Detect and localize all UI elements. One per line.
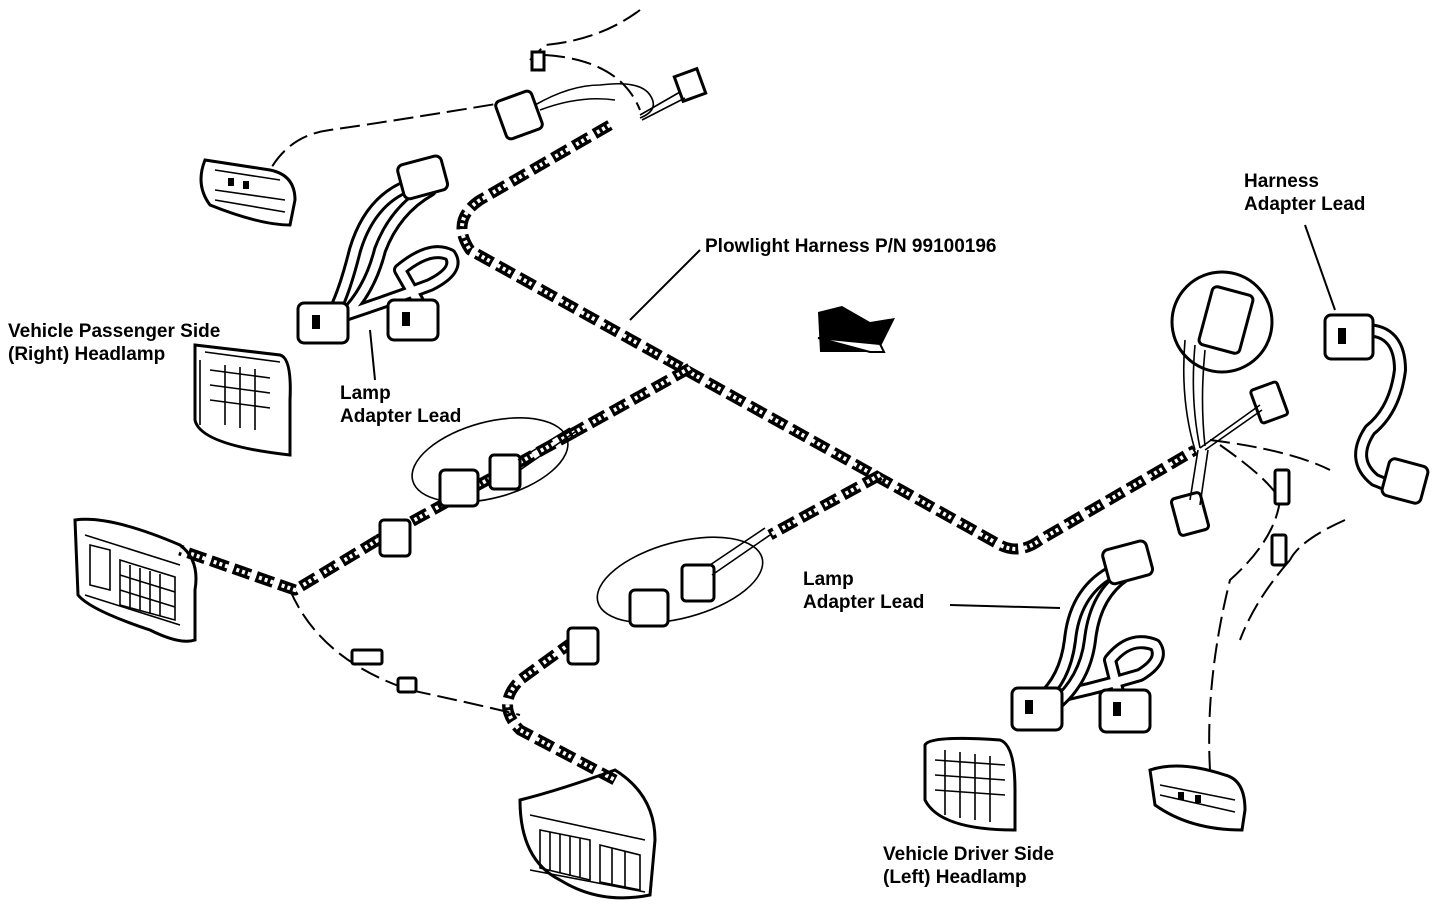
plowlight-harness-label: Plowlight Harness P/N 99100196 <box>705 236 997 257</box>
lamp-adapter-top-line2: Adapter Lead <box>340 406 462 427</box>
lamp-adapter-lead-bottom-label: Lamp Adapter Lead <box>803 568 924 614</box>
upper-branch-connectors <box>378 417 576 558</box>
driver-headlamp-label: Vehicle Driver Side (Left) Headlamp <box>883 843 1054 889</box>
passenger-label-line1: Vehicle Passenger Side <box>8 321 221 342</box>
lamp-adapter-lead-top <box>296 154 460 345</box>
passenger-headlamp <box>193 343 292 457</box>
vehicle-wiring <box>269 9 1346 771</box>
inline-connectors <box>350 648 418 694</box>
top-connector-cluster <box>494 50 708 141</box>
passenger-label-line2: (Right) Headlamp <box>8 344 166 365</box>
lamp-adapter-top-line1: Lamp <box>340 383 391 404</box>
harness-adapter-lead-label: Harness Adapter Lead <box>1244 170 1365 216</box>
driver-label-line2: (Left) Headlamp <box>883 867 1027 888</box>
branch-harness-lower <box>502 470 883 785</box>
harness-adapter-label-line1: Harness <box>1244 171 1319 192</box>
lamp-adapter-bottom-line2: Adapter Lead <box>803 592 925 613</box>
passenger-headlamp-label: Vehicle Passenger Side (Right) Headlamp <box>8 320 220 366</box>
lamp-adapter-lead-bottom <box>1010 539 1165 734</box>
harness-adapter-label-line2: Adapter Lead <box>1244 194 1366 215</box>
lamp-adapter-bottom-line1: Lamp <box>803 569 854 590</box>
leader-lines <box>369 224 1336 609</box>
driver-label-line1: Vehicle Driver Side <box>883 844 1055 865</box>
harness-adapter-lead <box>1323 313 1430 505</box>
direction-arrow <box>817 306 895 353</box>
right-connector-detail <box>1169 270 1291 567</box>
plow-lamp-left <box>73 517 198 643</box>
plow-lamp-bottom <box>518 768 657 900</box>
driver-headlamp <box>923 736 1017 832</box>
lower-right-vehicle-lamp <box>1148 764 1247 832</box>
lower-branch-connectors <box>566 527 771 666</box>
lamp-adapter-lead-top-label: Lamp Adapter Lead <box>340 382 461 428</box>
upper-left-vehicle-lamp <box>199 158 297 227</box>
plowlight-harness <box>456 120 1198 555</box>
